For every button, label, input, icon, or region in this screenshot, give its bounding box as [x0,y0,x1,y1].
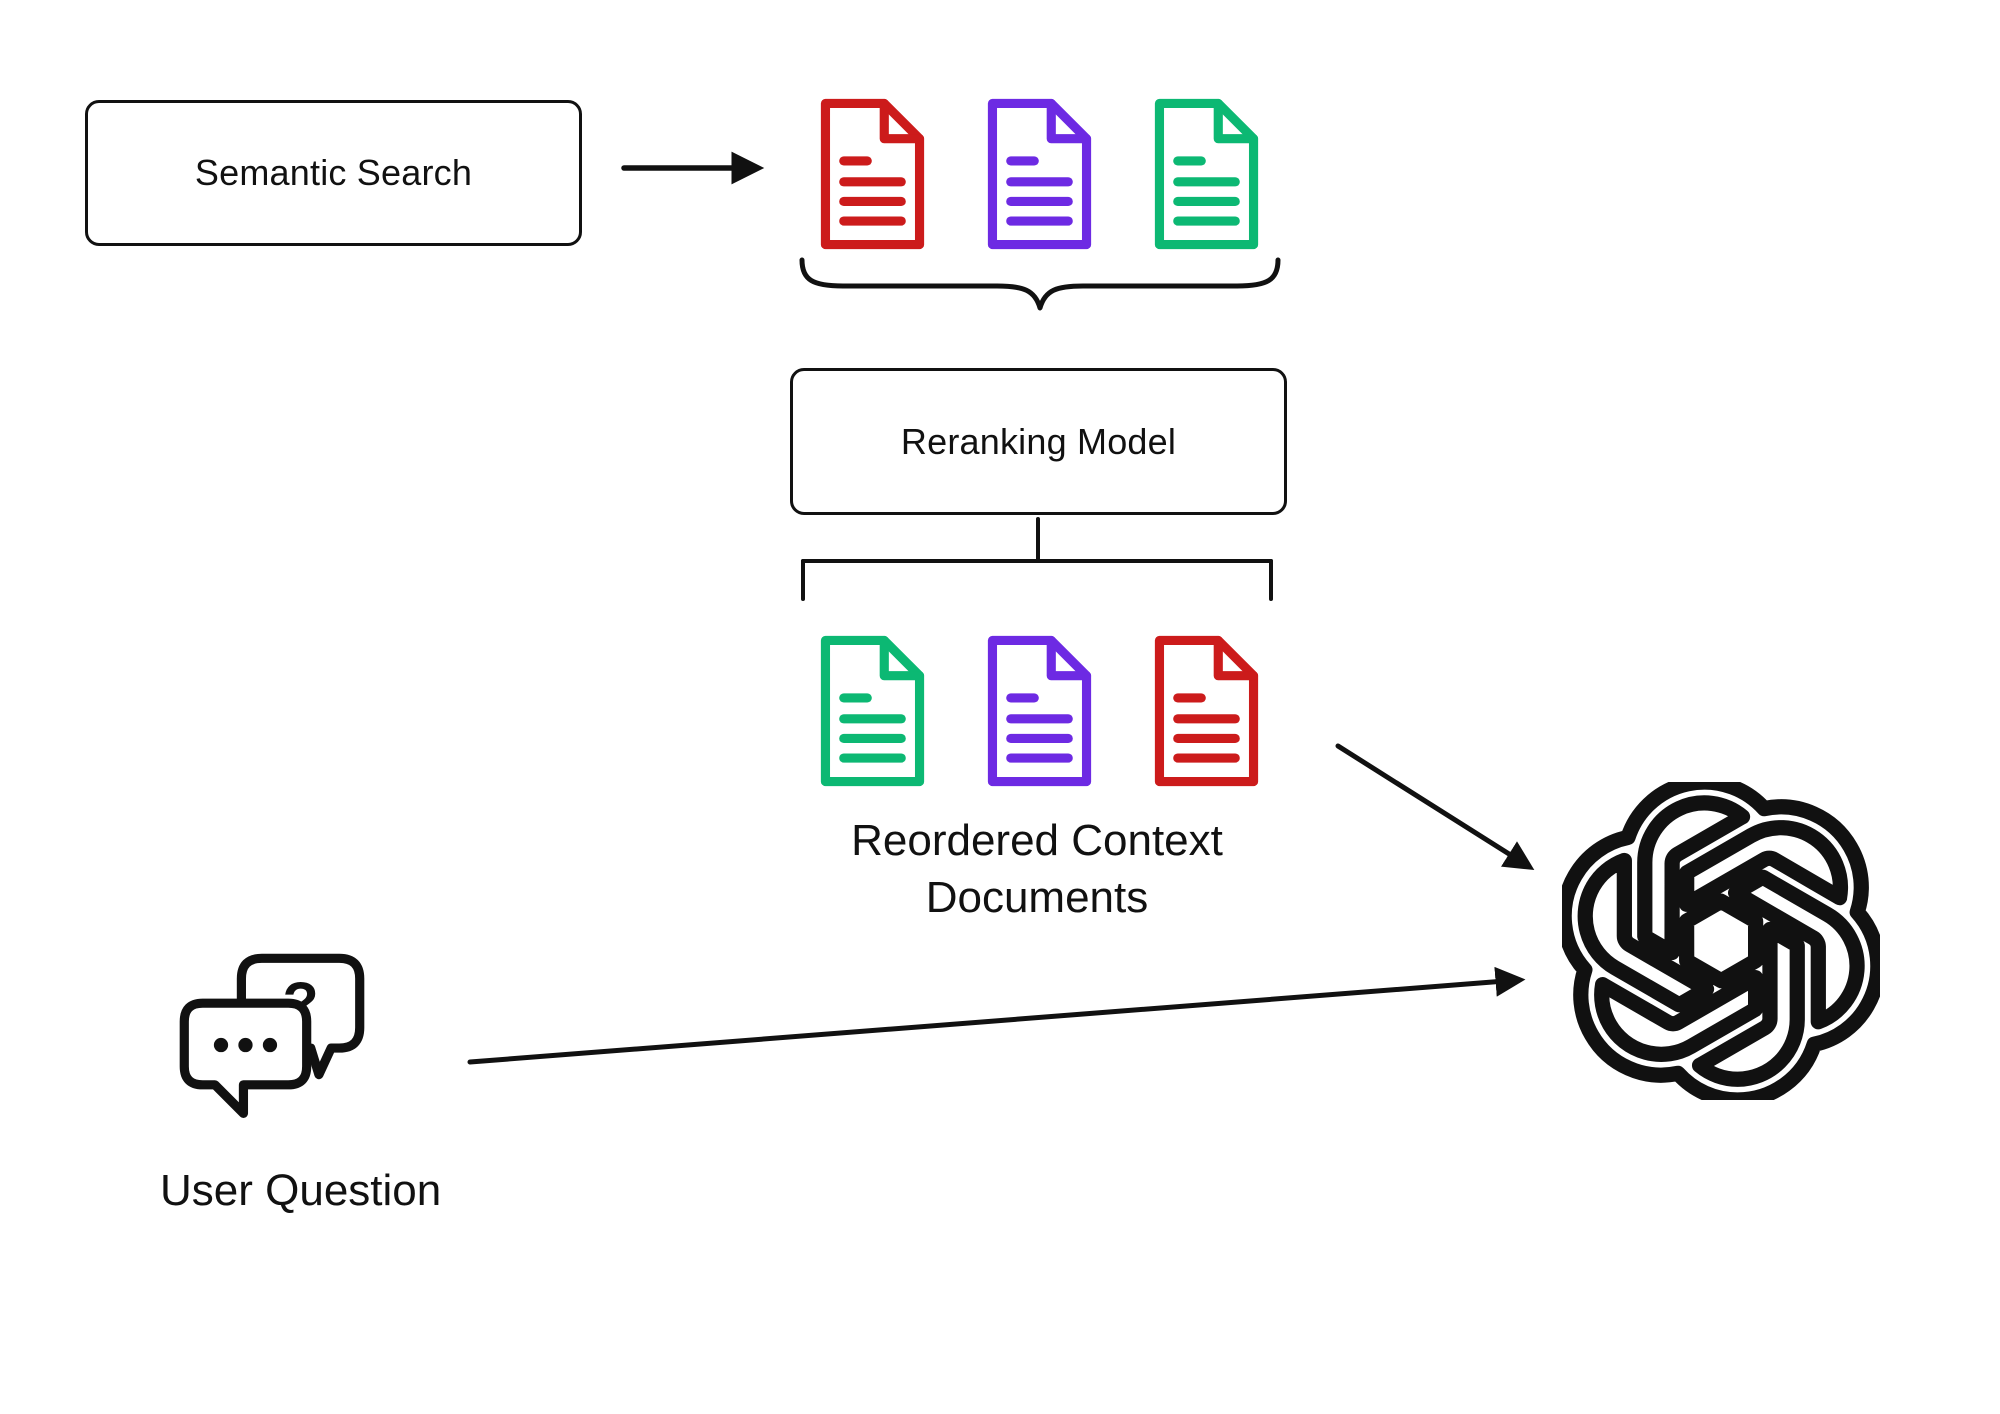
arrow-question-to-llm-icon [467,966,1526,1065]
document-green-icon [820,635,925,787]
reranking-model-box: Reranking Model [790,368,1287,515]
chat-bubbles-icon: ? [179,953,365,1118]
curly-brace-icon [799,257,1281,311]
document-red-icon [820,98,925,250]
user-question-label: User Question [160,1166,442,1215]
document-red-icon [1154,635,1259,787]
bracket-connector-icon [801,517,1273,601]
reordered-documents-label: Reordered Context Documents [851,816,1223,923]
semantic-search-label: Semantic Search [194,152,473,193]
arrow-docs-to-llm-icon [1335,743,1535,871]
document-green-icon [1154,98,1259,250]
semantic-search-box: Semantic Search [85,100,582,246]
retrieved-documents-row [815,95,1264,253]
reordered-documents-row [815,632,1264,790]
openai-logo-icon [1562,782,1880,1100]
arrow-search-to-docs-icon [621,151,765,185]
document-purple-icon [987,635,1092,787]
document-purple-icon [987,98,1092,250]
reranking-model-label: Reranking Model [900,420,1177,462]
